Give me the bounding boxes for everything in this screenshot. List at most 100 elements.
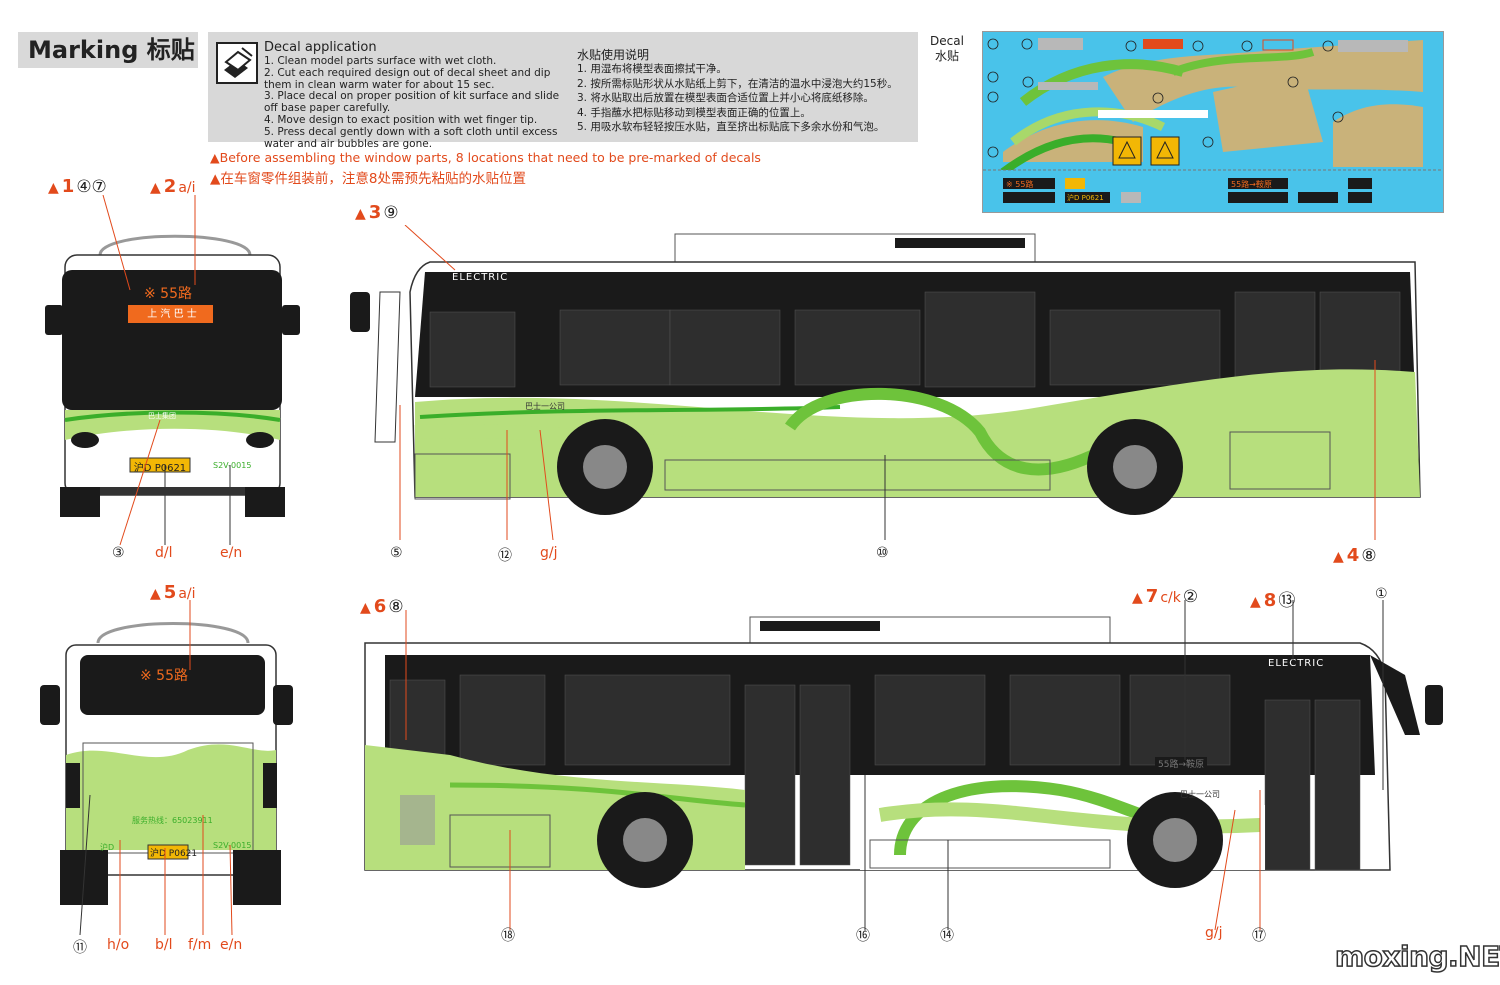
right-route-sign: 55路→鞍原 <box>1155 757 1207 770</box>
triangle-icon: ▲ <box>355 206 366 222</box>
bus-right-side-view <box>364 616 1443 888</box>
right-company-label: 巴士一公司 <box>1180 790 1220 799</box>
triangle-icon: ▲ <box>360 600 371 616</box>
decal-icon <box>216 42 258 84</box>
right-callout-14: ⑭ <box>940 928 954 944</box>
marker-number: 4 <box>1346 545 1360 566</box>
front-leader-lines <box>119 420 231 546</box>
instruction-step: 3. Place decal on proper position of kit… <box>264 90 560 115</box>
rear-callout-11: ⑪ <box>73 940 87 956</box>
left-callout-10: ⑩ <box>876 545 889 561</box>
triangle-icon: ▲ <box>150 180 161 196</box>
left-callout-gj: g/j <box>540 545 558 561</box>
front-callout-en: e/n <box>220 545 243 561</box>
triangle-icon: ▲ <box>150 586 161 602</box>
side-company-label: 巴士一公司 <box>525 402 565 411</box>
triangle-icon: ▲ <box>1333 549 1344 565</box>
front-callout-3: ③ <box>112 545 125 561</box>
rear-callout-ho: h/o <box>107 937 130 953</box>
side-electric-logo: ELECTRIC <box>452 272 509 283</box>
front-logo: 巴士集团 <box>148 412 176 420</box>
triangle-icon: ▲ <box>1250 594 1261 610</box>
left-callout-12: ⑫ <box>498 548 512 564</box>
instruction-step: 5. Press decal gently down with a soft c… <box>264 125 558 150</box>
right-callout-1: ① <box>1375 586 1388 602</box>
rear-callout-en: e/n <box>220 937 243 953</box>
rear-city: 沪D <box>100 843 115 852</box>
bus-front-view <box>45 234 300 517</box>
marker-sub: c/k <box>1160 590 1181 606</box>
marker-number: 2 <box>163 176 177 197</box>
decal-label-cn: 水贴 <box>934 49 959 63</box>
marker-circled: ④⑦ <box>76 177 107 197</box>
warning-en: ▲Before assembling the window parts, 8 l… <box>210 150 761 165</box>
marker-number: 7 <box>1145 586 1159 607</box>
instructions-cn-list: 1. 用湿布将模型表面擦拭干净。 2. 按所需标贴形状从水贴纸上剪下，在清洁的温… <box>577 62 907 135</box>
instructions-cn-title: 水贴使用说明 <box>577 48 650 62</box>
right-side-leader-lines <box>405 600 1384 931</box>
rear-hotline: 服务热线：65023911 <box>132 816 213 825</box>
instruction-step: 1. 用湿布将模型表面擦拭干净。 <box>577 63 727 75</box>
right-callout-gj: g/j <box>1205 925 1223 941</box>
instruction-step: 2. 按所需标贴形状从水贴纸上剪下，在清洁的温水中浸泡大约15秒。 <box>577 77 898 90</box>
watermark: moxing.NET <box>1334 939 1500 974</box>
right-callout-17: ⑰ <box>1252 928 1266 944</box>
right-callout-18: ⑱ <box>501 928 515 944</box>
front-sign-sub: 上 汽 巴 士 <box>131 305 213 320</box>
bus-rear-view <box>40 622 293 905</box>
marker-number: 1 <box>61 176 75 197</box>
rear-callout-bl: b/l <box>155 937 173 953</box>
left-callout-5: ⑤ <box>390 545 403 561</box>
instruction-step: 5. 用吸水软布轻轻按压水贴，直至挤出标贴底下多余水份和气泡。 <box>577 121 885 133</box>
right-callout-16: ⑯ <box>856 928 870 944</box>
rear-plate: 沪D P0621 <box>150 849 198 859</box>
decal-label: Decal 水贴 <box>930 34 964 64</box>
rear-leader-lines <box>79 600 233 936</box>
rear-destination-sign: ※ 55路 <box>140 668 188 684</box>
marker-circled: ⑧ <box>1361 546 1377 566</box>
triangle-icon: ▲ <box>48 180 59 196</box>
marker-number: 8 <box>1263 590 1277 611</box>
rear-code: S2V-0015 <box>213 841 252 850</box>
instruction-step: 4. Move design to exact position with we… <box>264 113 538 126</box>
marker-circled: ② <box>1182 587 1199 607</box>
front-code: S2V-0015 <box>213 461 252 470</box>
decal-plate: 沪D P0621 <box>1067 194 1104 202</box>
marker-circled: ⑧ <box>388 597 404 617</box>
instruction-step: 3. 将水贴取出后放置在模型表面合适位置上并小心将底纸移除。 <box>577 92 874 104</box>
decal-label-en: Decal <box>930 34 964 48</box>
triangle-icon: ▲ <box>1132 590 1143 606</box>
decal-sign-side: 55路→鞍原 <box>1231 180 1272 189</box>
marker-number: 5 <box>163 582 177 603</box>
decal-sign-front: ※ 55路 <box>1006 180 1034 189</box>
marker-circled: ⑬ <box>1278 591 1296 611</box>
instructions-en-list: 1. Clean model parts surface with wet cl… <box>264 55 572 150</box>
front-callout-dl: d/l <box>155 545 173 561</box>
instruction-step: 2. Cut each required design out of decal… <box>264 66 551 91</box>
instructions-panel <box>208 32 918 142</box>
rear-callout-fm: f/m <box>188 937 212 953</box>
marker-number: 3 <box>368 202 382 223</box>
marker-circled: ⑨ <box>383 203 399 223</box>
marker-number: 6 <box>373 596 387 617</box>
marker-sub: a/i <box>178 586 196 602</box>
decal-sheet: ※ 55路 55路→鞍原 沪D P0621 <box>982 31 1444 213</box>
right-electric-logo: ELECTRIC <box>1268 658 1325 669</box>
instruction-step: 4. 手指蘸水把标贴移动到模型表面正确的位置上。 <box>577 106 811 119</box>
instruction-step: 1. Clean model parts surface with wet cl… <box>264 55 497 67</box>
page-title: Marking 标贴 <box>18 32 198 68</box>
warning-cn: ▲在车窗零件组装前，注意8处需预先粘贴的水贴位置 <box>210 171 526 187</box>
front-plate: 沪D P0621 <box>133 463 187 474</box>
bus-left-side-view <box>350 233 1421 515</box>
front-top-leader-lines <box>102 195 196 291</box>
front-destination-sign: ※ 55路 <box>140 283 196 303</box>
left-side-leader-lines <box>399 225 1376 541</box>
